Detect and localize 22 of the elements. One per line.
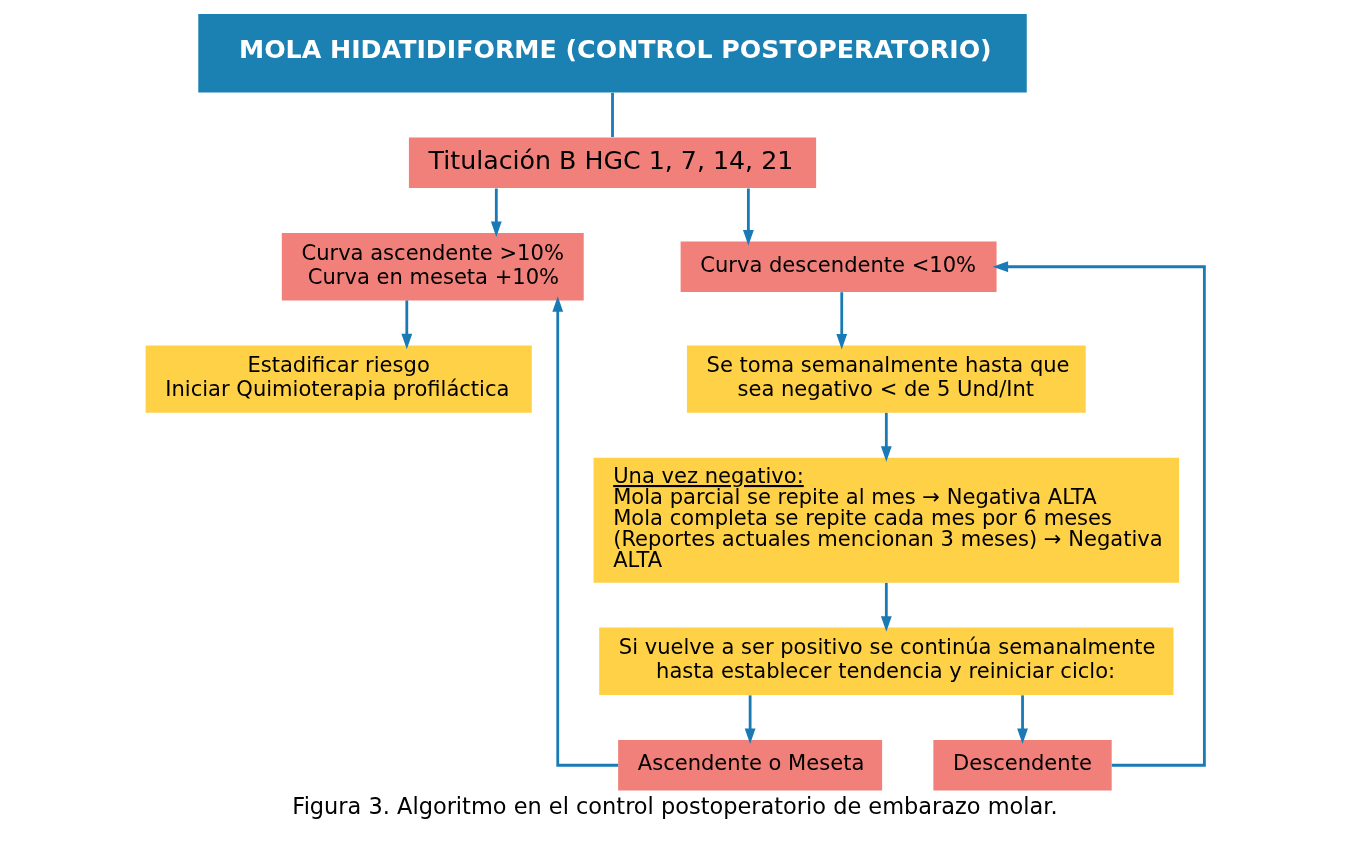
caption: Figura 3. Algoritmo en el control postoperatorio de embarazo molar. (292, 793, 1058, 820)
arrow (992, 261, 1206, 767)
node-box: Se toma semanalmente hasta que sea negativo < de 5 Und/Int (686, 345, 1086, 413)
arrow (490, 188, 502, 237)
node-box: Una vez negativo: Mola parcial se repite al mes → Negativa ALTA Mola completa se repite cada mes por 6 meses (Reportes actuales mencionan 3 meses) → Negativa ALTA (593, 457, 1180, 583)
node-box: Ascendente o Meseta (618, 739, 883, 791)
connector (611, 92, 614, 137)
node-box: Estadificar riesgo Iniciar Quimioterapia profiláctica (145, 345, 532, 413)
arrow (401, 300, 413, 350)
arrow (880, 582, 892, 632)
node-box: Titulación B HGC 1, 7, 14, 21 (408, 137, 817, 189)
arrow (880, 412, 892, 462)
node-box: Curva ascendente >10% Curva en meseta +10% (281, 233, 584, 301)
node-box: Descendente (933, 739, 1112, 791)
node-box: Si vuelve a ser positivo se continúa semanalmente hasta establecer tendencia y reiniciar ciclo: (599, 627, 1174, 695)
arrow (1017, 695, 1028, 744)
node-box: MOLA HIDATIDIFORME (CONTROL POSTOPERATORIO) (198, 14, 1027, 93)
arrow (552, 296, 619, 767)
arrow (742, 188, 754, 246)
node-box: Curva descendente <10% (680, 241, 997, 292)
arrow (744, 695, 756, 744)
arrow (836, 292, 848, 350)
